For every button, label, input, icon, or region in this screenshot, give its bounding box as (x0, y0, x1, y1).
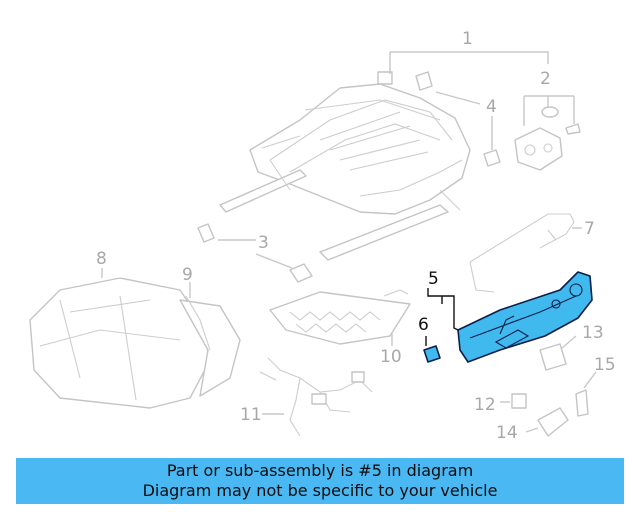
part-12-switch (511, 393, 527, 409)
callout-5: 5 (428, 269, 439, 289)
part-10-heater (269, 289, 411, 345)
callout-3: 3 (258, 233, 269, 253)
part-13-switch (539, 343, 567, 371)
callout-1: 1 (462, 29, 473, 49)
callout-12: 12 (474, 395, 496, 415)
callout-11: 11 (240, 405, 262, 425)
callout-6: 6 (418, 315, 429, 335)
callout-14: 14 (496, 423, 518, 443)
callout-7: 7 (584, 219, 595, 239)
part-5-side-shield-highlighted[interactable] (457, 271, 593, 363)
callout-8: 8 (96, 249, 107, 269)
part-6-clip (423, 345, 441, 363)
callout-13: 13 (582, 323, 604, 343)
banner-line-1: Part or sub-assembly is #5 in diagram (166, 461, 474, 480)
callout-15: 15 (594, 355, 616, 375)
part-8-cushion (29, 277, 211, 409)
part-1-seat-frame (219, 71, 471, 261)
part-15-knob (575, 389, 589, 417)
part-14-knob (537, 407, 569, 437)
part-11-harness (259, 357, 373, 437)
part-9-cover (179, 295, 241, 397)
part-7-wire (469, 213, 575, 293)
callout-lines (101, 51, 597, 433)
part-3-clips (197, 223, 313, 283)
banner-line-2: Diagram may not be specific to your vehi… (142, 481, 498, 500)
part-2-motor (514, 106, 581, 171)
callout-9: 9 (182, 265, 193, 285)
callout-2: 2 (540, 69, 551, 89)
info-banner: Part or sub-assembly is #5 in diagram Di… (16, 458, 624, 504)
callout-numbers: 1 2 3 4 5 6 7 8 9 10 11 12 13 14 15 (96, 29, 616, 443)
part-4-clips (415, 71, 501, 167)
callout-10: 10 (380, 347, 402, 367)
callout-4: 4 (486, 97, 497, 117)
